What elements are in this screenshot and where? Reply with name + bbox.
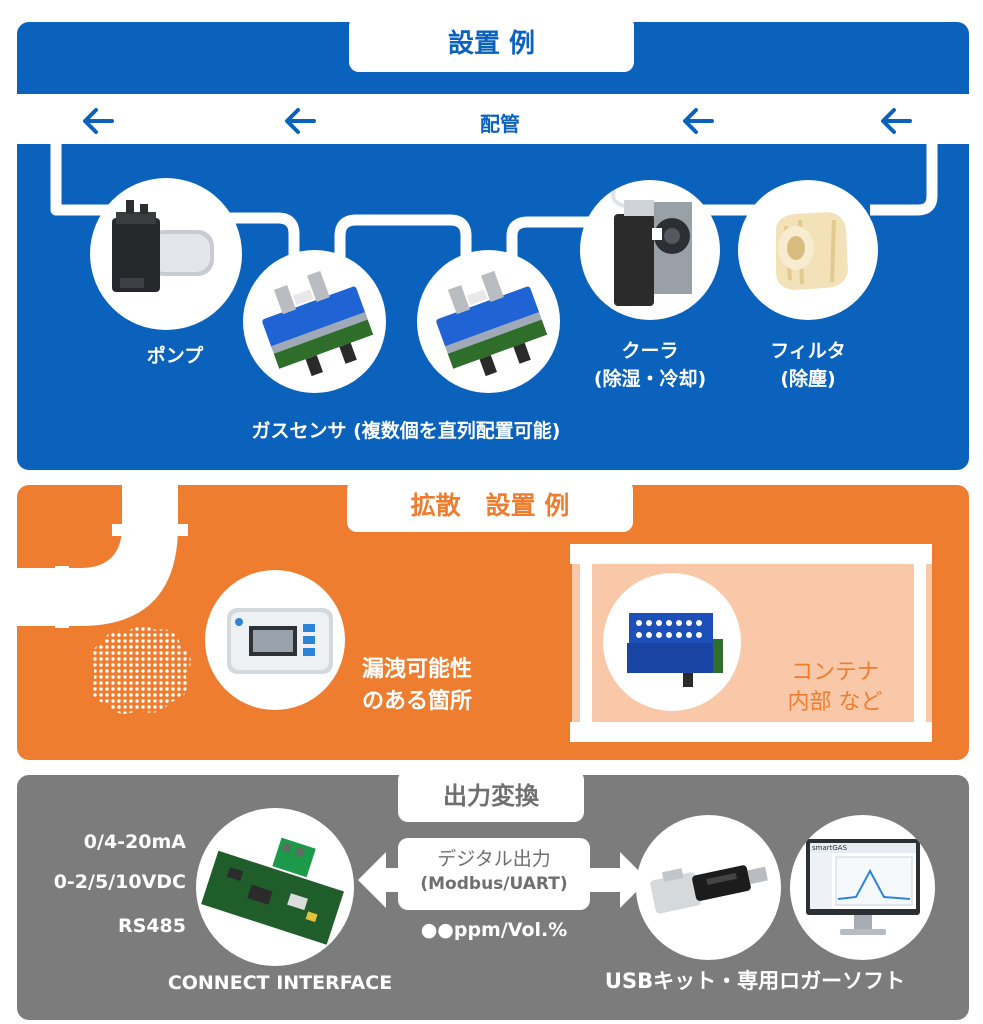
digital-output-line1: デジタル出力 (437, 848, 551, 870)
leak-label-line1: 漏洩可能性 (362, 657, 473, 682)
output-title-tab: 出力変換 (398, 770, 584, 822)
analog-output-1: 0/4-20mA (83, 831, 186, 853)
leak-label-line2: のある箇所 (362, 689, 473, 714)
arrow-left-icon (83, 108, 114, 134)
container-label-line2: 内部 など (787, 690, 883, 715)
arrow-left-icon (683, 108, 714, 134)
ppm-label: ●●ppm/Vol.% (420, 919, 568, 941)
container-sensor-image (603, 573, 741, 711)
gas-sensor-2-image (417, 250, 560, 393)
container-label-line1: コンテナ (790, 660, 879, 685)
pipe-connections (50, 140, 938, 262)
arrow-left-icon (881, 108, 912, 134)
diffusion-title: 拡散 設置 例 (410, 491, 570, 520)
arrow-left-icon (285, 108, 316, 134)
monitor-brand-text: smartGAS (812, 844, 848, 852)
leak-pipe (0, 470, 188, 628)
cooler-label-line1: クーラ (621, 340, 679, 362)
digital-output-line2: (Modbus/UART) (420, 874, 568, 894)
cooler-image (580, 180, 720, 320)
main-pipe-band (0, 94, 983, 144)
logger-software-monitor-image: smartGAS (790, 815, 935, 960)
digital-output-box (398, 838, 590, 910)
piping-title: 設置 例 (447, 29, 536, 59)
analog-output-3: RS485 (118, 915, 186, 937)
pipe-label: 配管 (480, 112, 520, 136)
output-title: 出力変換 (443, 782, 539, 810)
piping-title-tab: 設置 例 (349, 16, 634, 72)
leak-cloud-icon (90, 625, 191, 714)
cooler-label-line2: (除湿・冷却) (593, 368, 707, 390)
connect-interface-label: CONNECT INTERFACE (167, 972, 393, 994)
gas-detector-image (205, 570, 345, 710)
filter-label-line1: フィルタ (770, 340, 846, 362)
gas-sensor-1-image (243, 250, 386, 393)
usb-kit-label: USBキット・専用ロガーソフト (604, 969, 906, 993)
usb-kit-image (636, 815, 781, 960)
pump-image (90, 178, 242, 330)
pump-label: ポンプ (146, 345, 204, 367)
filter-image (738, 180, 878, 320)
diffusion-title-tab: 拡散 設置 例 (347, 480, 633, 532)
connect-interface-image (196, 808, 354, 966)
gas-sensor-label: ガスセンサ (複数個を直列配置可能) (251, 420, 561, 442)
filter-label-line2: (除塵) (780, 368, 836, 390)
analog-output-2: 0-2/5/10VDC (53, 871, 186, 893)
